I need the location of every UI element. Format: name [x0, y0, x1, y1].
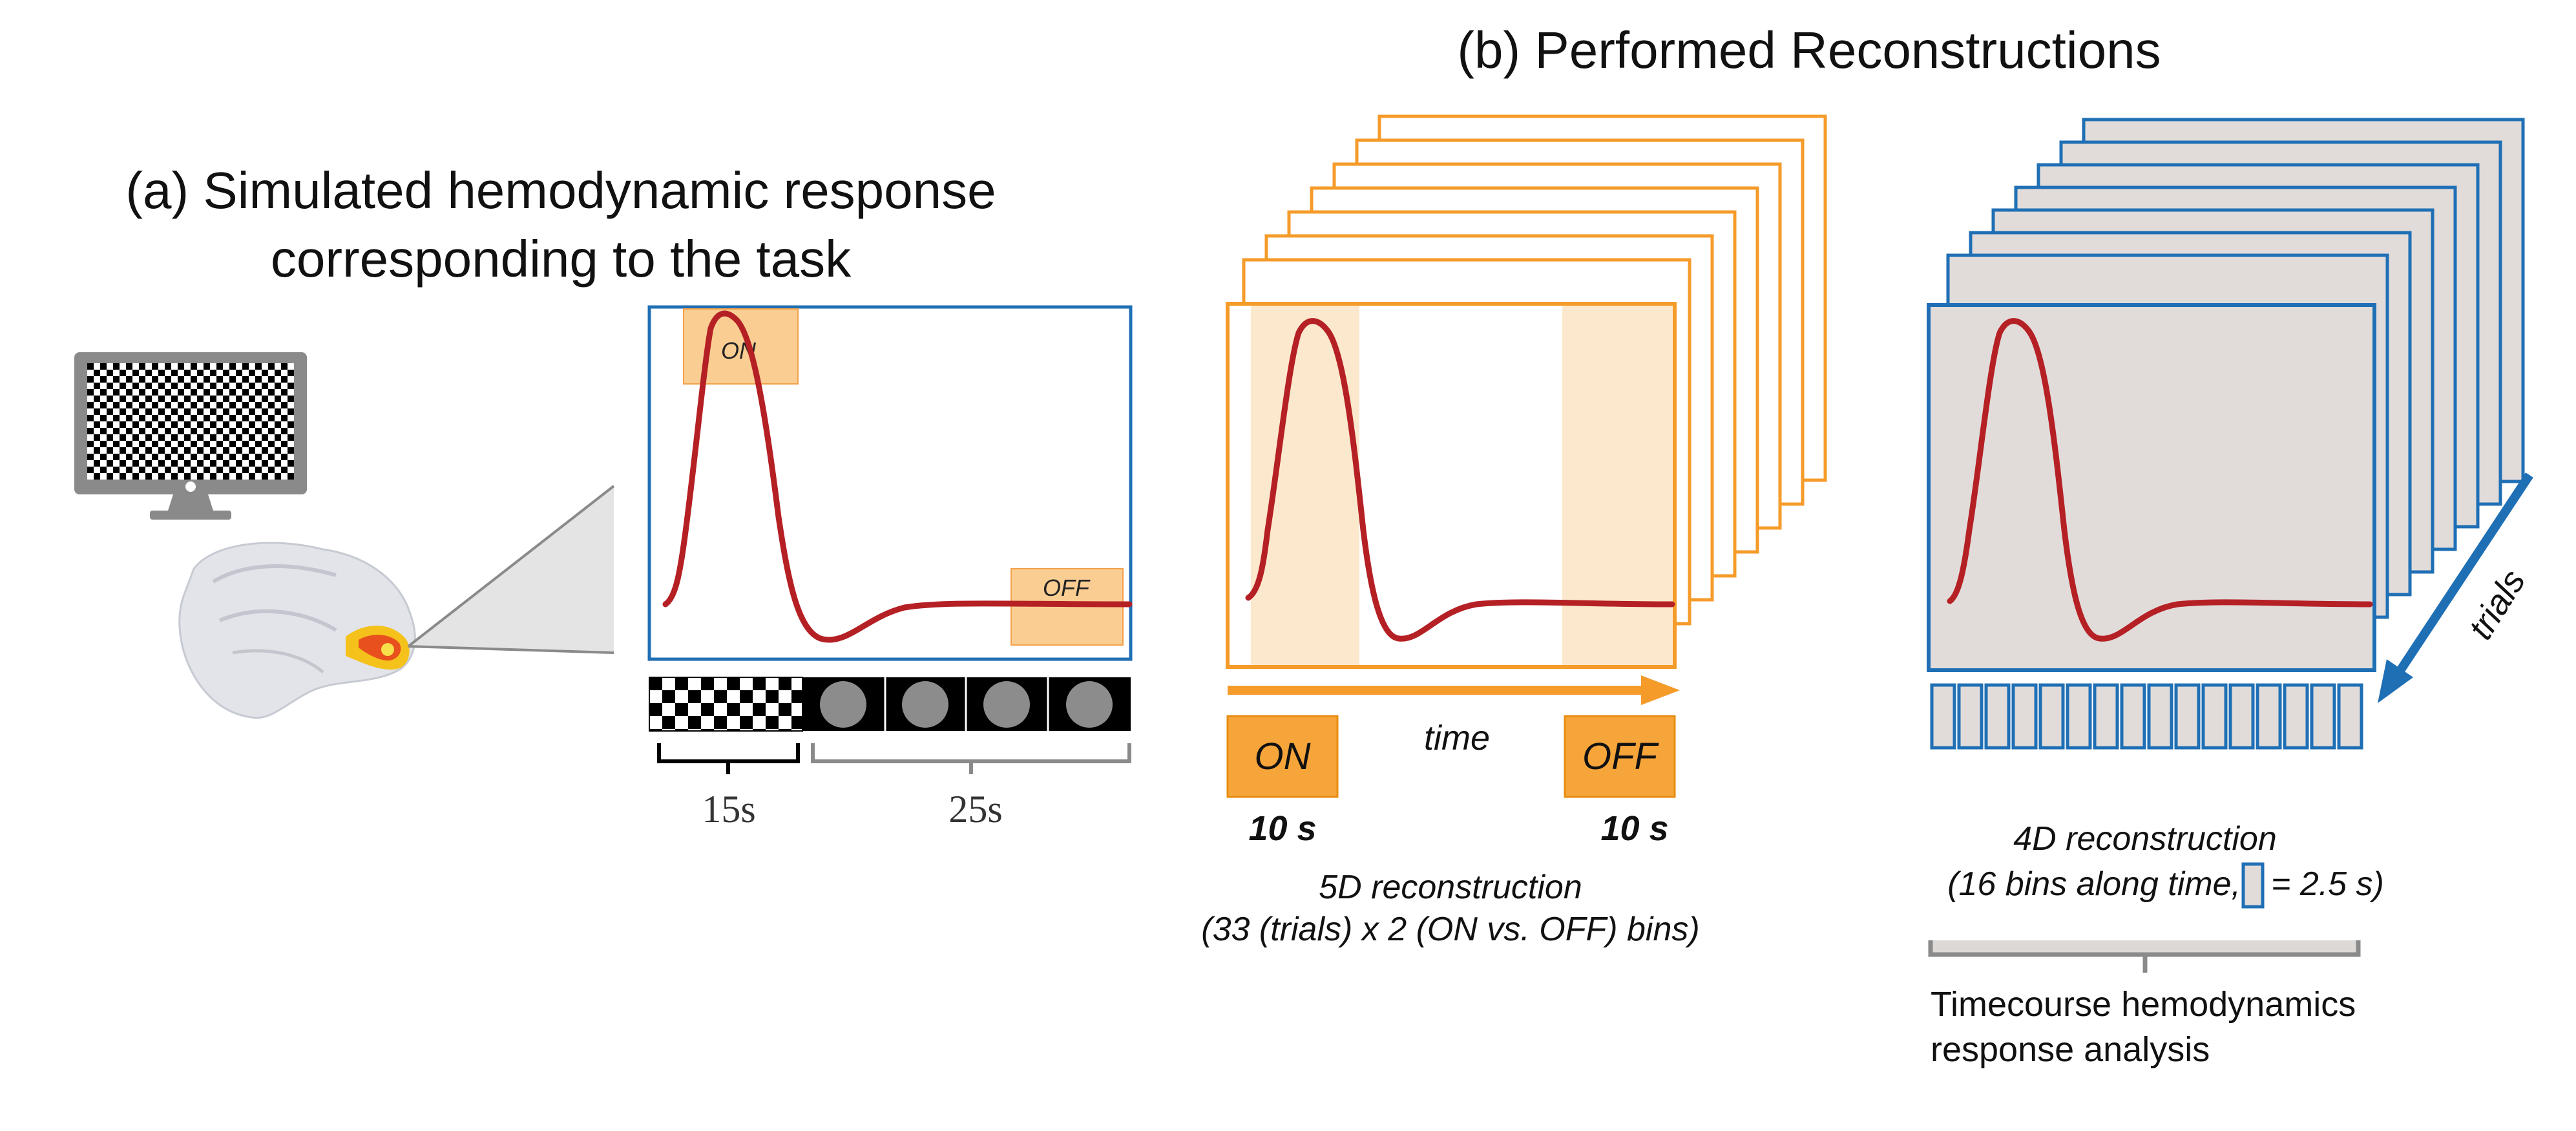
on-duration-label: 10 s — [1248, 809, 1316, 848]
trials-arrow-head — [2378, 659, 2413, 703]
hrf-curve-5d — [1245, 318, 1675, 642]
time-bin — [2283, 683, 2309, 750]
four-d-caption-prefix: (16 bins along time, — [1947, 865, 2241, 903]
five-d-caption-line2: (33 (trials) x 2 (ON vs. OFF) bins) — [1201, 911, 1699, 948]
brain-icon — [178, 542, 416, 719]
five-d-front-frame — [1226, 302, 1677, 669]
four-d-front-frame — [1927, 303, 2376, 672]
analysis-line2: response analysis — [1931, 1030, 2210, 1069]
off-box-5d — [1564, 715, 1676, 798]
time-bins-row — [1930, 683, 2363, 750]
off-duration-label: 10 s — [1600, 809, 1668, 848]
time-bin — [2228, 683, 2255, 750]
stimulus-strip — [649, 677, 1131, 732]
hrf-curve-4d — [1947, 318, 2373, 642]
time-bin — [2011, 683, 2038, 750]
rest-duration-label: 25s — [948, 788, 1002, 830]
time-bin — [2038, 683, 2065, 750]
four-d-caption-suffix: = 2.5 s) — [2271, 865, 2384, 903]
time-bin — [2066, 683, 2092, 750]
time-label: time — [1424, 719, 1490, 757]
bin-legend-icon — [2241, 862, 2265, 909]
time-bin — [1930, 683, 1956, 750]
trials-label: trials — [2461, 563, 2533, 646]
time-bin — [2147, 683, 2173, 750]
on-box-5d — [1226, 715, 1339, 798]
time-bin — [1984, 683, 2011, 750]
on-window-5d — [1251, 306, 1359, 665]
stim-duration-label: 15s — [702, 788, 755, 830]
time-bin — [2120, 683, 2146, 750]
time-bin — [1957, 683, 1984, 750]
time-bin — [2337, 683, 2363, 750]
analysis-line1: Timecourse hemodynamics — [1931, 985, 2356, 1024]
monitor-icon — [74, 352, 307, 520]
off-label-a: OFF — [1043, 575, 1091, 601]
off-box-label: OFF — [1582, 735, 1660, 777]
on-box-label: ON — [1255, 735, 1311, 777]
panel-b-title: (b) Performed Reconstructions — [1457, 21, 2161, 79]
time-bin — [2201, 683, 2228, 750]
five-d-caption-line1: 5D reconstruction — [1319, 869, 1582, 906]
time-bin — [2093, 683, 2119, 750]
stim-bracket — [657, 743, 800, 763]
off-window-5d — [1562, 306, 1673, 665]
time-bin — [2310, 683, 2336, 750]
trials-arrow — [2393, 472, 2533, 678]
hrf-curve-a — [662, 310, 1133, 643]
time-bin — [2256, 683, 2282, 750]
analysis-bracket-fill — [1931, 940, 2358, 955]
time-bin — [2174, 683, 2201, 750]
panel-a-title-line1: (a) Simulated hemodynamic response — [125, 162, 996, 219]
rest-bracket — [811, 743, 1131, 763]
hrf-plot-a: ON OFF — [647, 305, 1133, 661]
time-arrow-head — [1641, 675, 1680, 705]
panel-a-title-line2: corresponding to the task — [271, 230, 852, 288]
four-d-caption-line1: 4D reconstruction — [2013, 820, 2277, 858]
